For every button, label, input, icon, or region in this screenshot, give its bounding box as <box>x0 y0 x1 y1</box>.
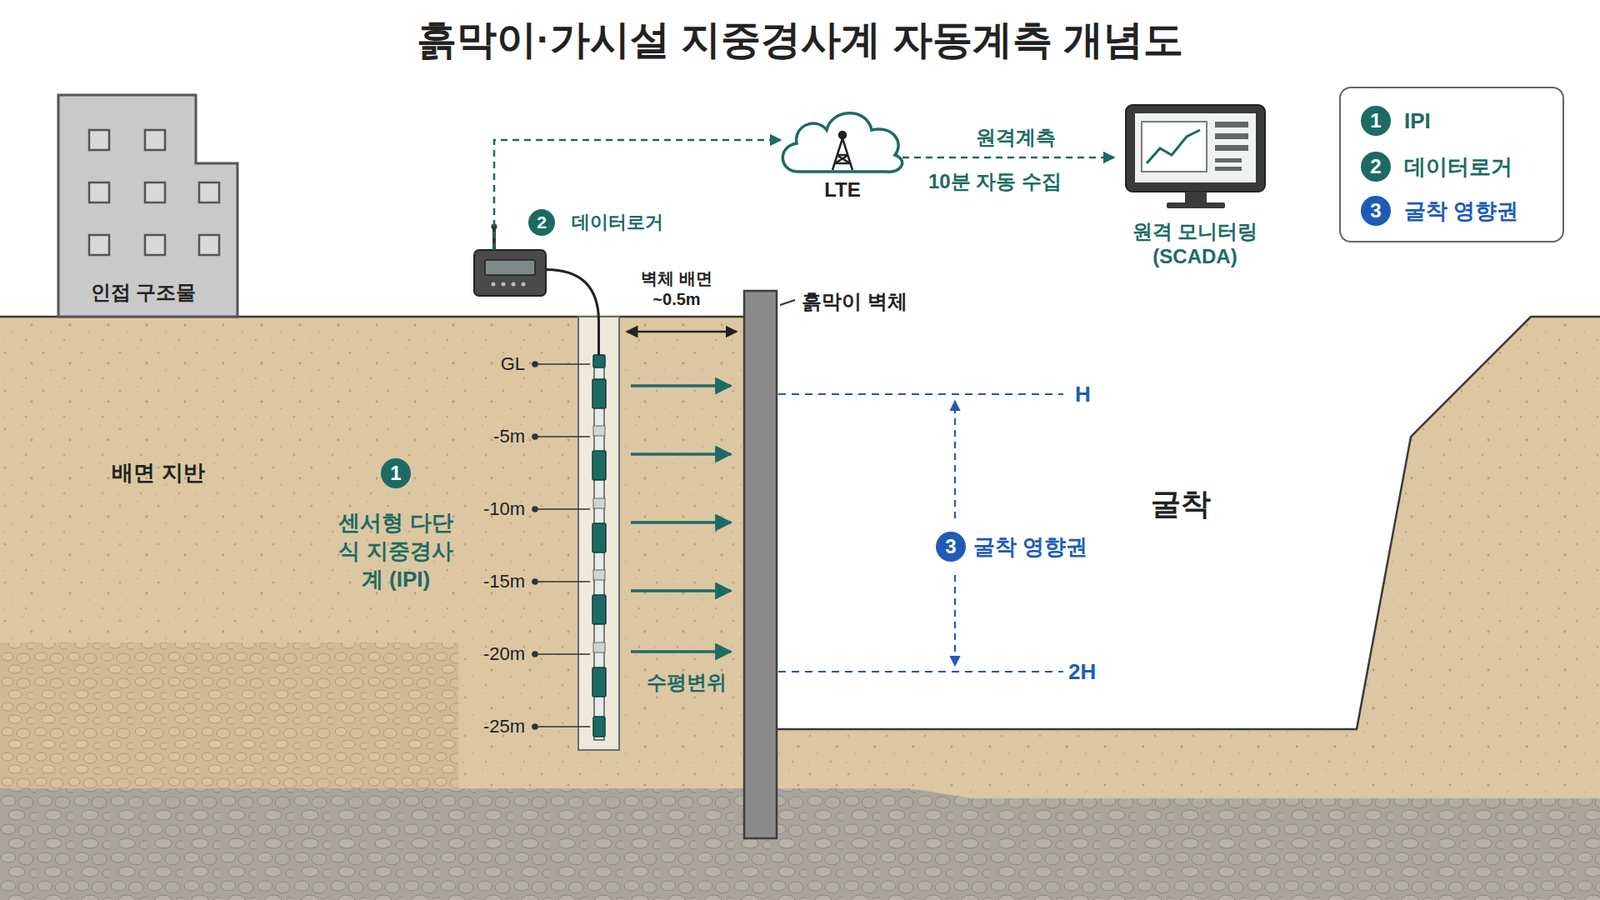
annotation-label: H <box>1075 380 1091 409</box>
node-label: LTE <box>824 177 861 203</box>
monitor-chart <box>1141 121 1207 172</box>
node-label: 센서형 다단식 지중경사계 (IPI) <box>329 509 463 594</box>
legend-text: 굴착 영향권 <box>1404 197 1519 225</box>
legend-swatch: 3 <box>1360 195 1391 226</box>
depth-leaders <box>531 361 590 730</box>
callout-number: 3 <box>935 531 966 562</box>
lte-cloud: LTE <box>779 106 906 205</box>
annotation-label: 수평변위 <box>646 670 727 695</box>
influence-zone-lines <box>778 394 1064 672</box>
ipi-sensors <box>592 355 606 737</box>
monitor-bars <box>1215 121 1249 171</box>
callout-number: 2 <box>528 209 555 236</box>
connector <box>494 140 781 250</box>
retaining-wall: 흙막이 벽체 <box>744 290 777 839</box>
monitor-base <box>1166 202 1225 209</box>
annotation-label: 굴착 영향권 <box>973 533 1088 561</box>
title: 흙막이·가시설 지중경사계 자동계측 개념도 <box>416 15 1184 65</box>
connector <box>545 270 600 356</box>
monitor-frame <box>1125 105 1265 192</box>
ipi-borehole: 센서형 다단식 지중경사계 (IPI) <box>578 316 620 750</box>
cloud-icon <box>782 113 902 172</box>
displacement-arrows <box>630 385 731 652</box>
connector <box>902 156 1115 160</box>
annotation-label: -10m <box>483 497 525 521</box>
annotation-label: 10분 자동 수집 <box>928 169 1062 195</box>
annotation-label: GL <box>500 352 525 376</box>
annotation-label: 배면 지반 <box>111 459 205 487</box>
annotation-label: 2H <box>1068 658 1096 686</box>
connector-label: 원격계측 <box>975 125 1056 150</box>
monitor-stand <box>1185 191 1207 204</box>
node-label: 데이터로거 <box>571 210 664 235</box>
legend-number: 2 <box>1370 155 1381 179</box>
zone-arrow-up <box>954 400 956 519</box>
dimension-line <box>626 330 737 334</box>
data-logger: 데이터로거 <box>474 250 546 296</box>
monitor-screen <box>1135 113 1256 183</box>
ipi-couplings <box>593 425 605 653</box>
legend-swatch: 1 <box>1360 105 1391 136</box>
legend-text: IPI <box>1404 107 1431 135</box>
gravel-layer <box>0 642 459 790</box>
adjacent-building: 인접 구조물 <box>58 95 238 317</box>
node-label: 인접 구조물 <box>90 280 197 305</box>
annotation-label: 벽체 배면 ~0.5m <box>626 268 727 310</box>
node-label: 원격 모니터링 (SCADA) <box>1115 219 1275 270</box>
ground-outline <box>0 316 1600 730</box>
wall-leader <box>780 300 795 305</box>
logger-screen <box>485 260 535 275</box>
annotation-label: -20m <box>483 642 525 666</box>
building <box>58 95 238 317</box>
annotation-label: -15m <box>483 570 525 594</box>
annotation-label: 굴착 <box>1150 485 1211 523</box>
borehole <box>578 316 620 750</box>
annotation-label: -25m <box>483 715 525 739</box>
logger-buttons <box>491 282 526 287</box>
zone-arrow-down <box>954 575 956 666</box>
monitor-trend <box>1146 130 1200 164</box>
callout-number: 1 <box>380 458 411 489</box>
legend-text: 데이터로거 <box>1404 153 1513 181</box>
retaining-wall-body <box>744 290 777 839</box>
legend-number: 3 <box>1370 199 1381 223</box>
annotation-label: -5m <box>493 425 525 449</box>
legend-box: 1 IPI 2 데이터로거 3 굴착 영향권 <box>1339 86 1565 243</box>
scada-monitor: 원격 모니터링 (SCADA) <box>1125 105 1265 269</box>
rock-layer <box>0 788 1600 900</box>
ground <box>0 316 1600 900</box>
building-windows <box>89 130 220 255</box>
legend-swatch: 2 <box>1360 151 1391 182</box>
legend-number: 1 <box>1370 109 1381 133</box>
logger-body <box>474 250 546 296</box>
node-label: 흙막이 벽체 <box>801 289 908 315</box>
lte-tower <box>832 131 853 170</box>
